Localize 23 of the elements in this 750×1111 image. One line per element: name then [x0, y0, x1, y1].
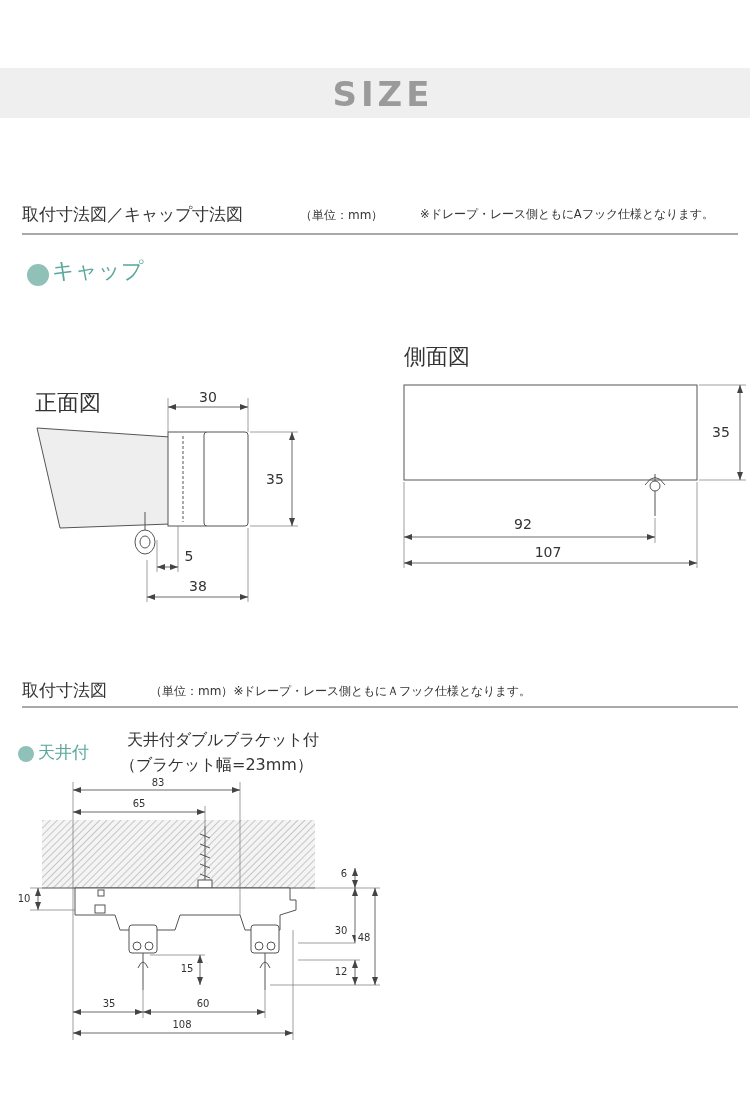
dimension-value: 65: [130, 798, 148, 810]
dimension-value: 60: [194, 998, 212, 1010]
dimension-value: 108: [170, 1019, 194, 1031]
caption-text: （ブラケット幅=23mm）: [120, 755, 313, 775]
dimension-value: 10: [15, 893, 33, 905]
dimension-value: 30: [332, 925, 350, 937]
section-heading: 取付寸法図: [22, 680, 107, 701]
caption-text: 天井付ダブルブラケット付: [127, 730, 319, 750]
dimension-value: 35: [100, 998, 118, 1010]
page-title: SIZE: [332, 73, 434, 115]
unit-note: （単位：mm）※ドレープ・レース側ともにＡフック仕様となります。: [150, 684, 532, 699]
section-heading: 取付寸法図／キャップ寸法図: [22, 204, 243, 225]
dimension-value: 83: [149, 777, 167, 789]
note-text: ※ドレープ・レース側ともにAフック仕様となります。: [420, 208, 714, 222]
dimension-value: 12: [332, 966, 350, 978]
section-subheading: キャップ: [52, 258, 144, 285]
unit-note: （単位：mm）: [300, 208, 384, 223]
dimension-value: 6: [338, 868, 350, 880]
section-subheading: 天井付: [38, 742, 89, 763]
dimension-value: 48: [355, 932, 373, 944]
view-title: 正面図: [35, 390, 101, 417]
dimension-value: 15: [178, 963, 196, 975]
view-title: 側面図: [404, 344, 470, 371]
